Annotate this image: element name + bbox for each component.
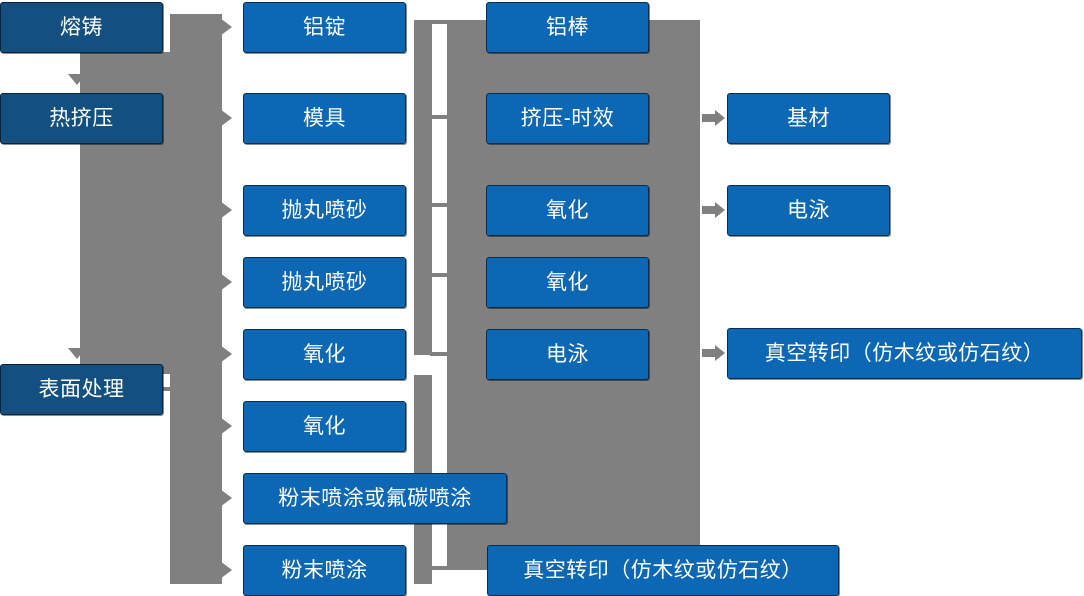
connector-arrow-c2-8 <box>220 561 232 579</box>
connector-arrow-c2-1 <box>220 18 232 36</box>
connector-arrow-c4-3 <box>702 345 725 361</box>
node-vacuum-transfer-printing-c3[interactable]: 真空转印（仿木纹或仿石纹） <box>487 545 839 596</box>
connector-arrow-c4-1 <box>702 110 725 126</box>
node-extrusion-aging[interactable]: 挤压-时效 <box>486 93 649 144</box>
node-shot-blasting-1[interactable]: 抛丸喷砂 <box>243 185 406 236</box>
node-label: 抛丸喷砂 <box>281 270 368 294</box>
node-electrophoresis-c4[interactable]: 电泳 <box>727 185 890 236</box>
node-label: 粉末喷涂 <box>281 558 368 582</box>
connector-rail-upper <box>414 20 432 355</box>
node-base-material[interactable]: 基材 <box>727 93 890 144</box>
node-powder-or-fluorocarbon-coating[interactable]: 粉末喷涂或氟碳喷涂 <box>243 473 507 524</box>
connector-tick-1 <box>414 20 456 24</box>
node-stage-melting-casting[interactable]: 熔铸 <box>0 2 163 53</box>
node-label: 挤压-时效 <box>520 106 615 130</box>
node-oxidation-c2-2[interactable]: 氧化 <box>243 401 406 452</box>
node-label: 抛丸喷砂 <box>281 198 368 222</box>
connector-arrow-c2-2 <box>220 109 232 127</box>
node-label: 粉末喷涂或氟碳喷涂 <box>278 486 472 510</box>
node-label: 电泳 <box>787 198 830 222</box>
node-label: 表面处理 <box>38 377 125 401</box>
connector-arrow-c2-6 <box>220 417 232 435</box>
node-label: 铝棒 <box>546 15 589 39</box>
connector-arrow-to-hot-extrusion <box>68 74 86 85</box>
node-label: 模具 <box>303 106 346 130</box>
node-label: 氧化 <box>546 198 589 222</box>
node-stage-hot-extrusion[interactable]: 热挤压 <box>0 93 163 144</box>
node-label: 熔铸 <box>60 15 103 39</box>
node-label: 热挤压 <box>49 106 114 130</box>
connector-tick-6 <box>430 566 456 570</box>
node-electrophoresis-c3[interactable]: 电泳 <box>486 329 649 380</box>
connector-arrow-c2-5 <box>220 345 232 363</box>
node-mold[interactable]: 模具 <box>243 93 406 144</box>
connector-bus-column2 <box>170 14 222 584</box>
node-label: 真空转印（仿木纹或仿石纹） <box>764 341 1045 365</box>
connector-arrow-to-surface-treatment <box>68 348 86 359</box>
node-label: 氧化 <box>546 270 589 294</box>
node-powder-coating[interactable]: 粉末喷涂 <box>243 545 406 596</box>
connector-arrow-c2-3 <box>220 201 232 219</box>
connector-arrow-c2-4 <box>220 273 232 291</box>
node-aluminum-bar[interactable]: 铝棒 <box>486 2 649 53</box>
node-oxidation-c3-1[interactable]: 氧化 <box>486 185 649 236</box>
node-label: 氧化 <box>303 342 346 366</box>
node-label: 电泳 <box>546 342 589 366</box>
node-label: 铝锭 <box>303 15 346 39</box>
connector-tick-4 <box>430 273 456 277</box>
node-aluminum-ingot[interactable]: 铝锭 <box>243 2 406 53</box>
node-label: 氧化 <box>303 414 346 438</box>
node-label: 基材 <box>787 106 830 130</box>
node-oxidation-c3-2[interactable]: 氧化 <box>486 257 649 308</box>
node-stage-surface-treatment[interactable]: 表面处理 <box>0 364 163 415</box>
connector-tick-5 <box>430 352 456 356</box>
connector-tick-2 <box>430 115 456 119</box>
connector-arrow-c2-7 <box>220 489 232 507</box>
node-shot-blasting-2[interactable]: 抛丸喷砂 <box>243 257 406 308</box>
connector-arrow-c4-2 <box>702 202 725 218</box>
node-vacuum-transfer-printing-c4[interactable]: 真空转印（仿木纹或仿石纹） <box>727 328 1082 379</box>
node-label: 真空转印（仿木纹或仿石纹） <box>523 558 803 582</box>
connector-tick-3 <box>430 203 456 207</box>
node-oxidation-c2-1[interactable]: 氧化 <box>243 329 406 380</box>
